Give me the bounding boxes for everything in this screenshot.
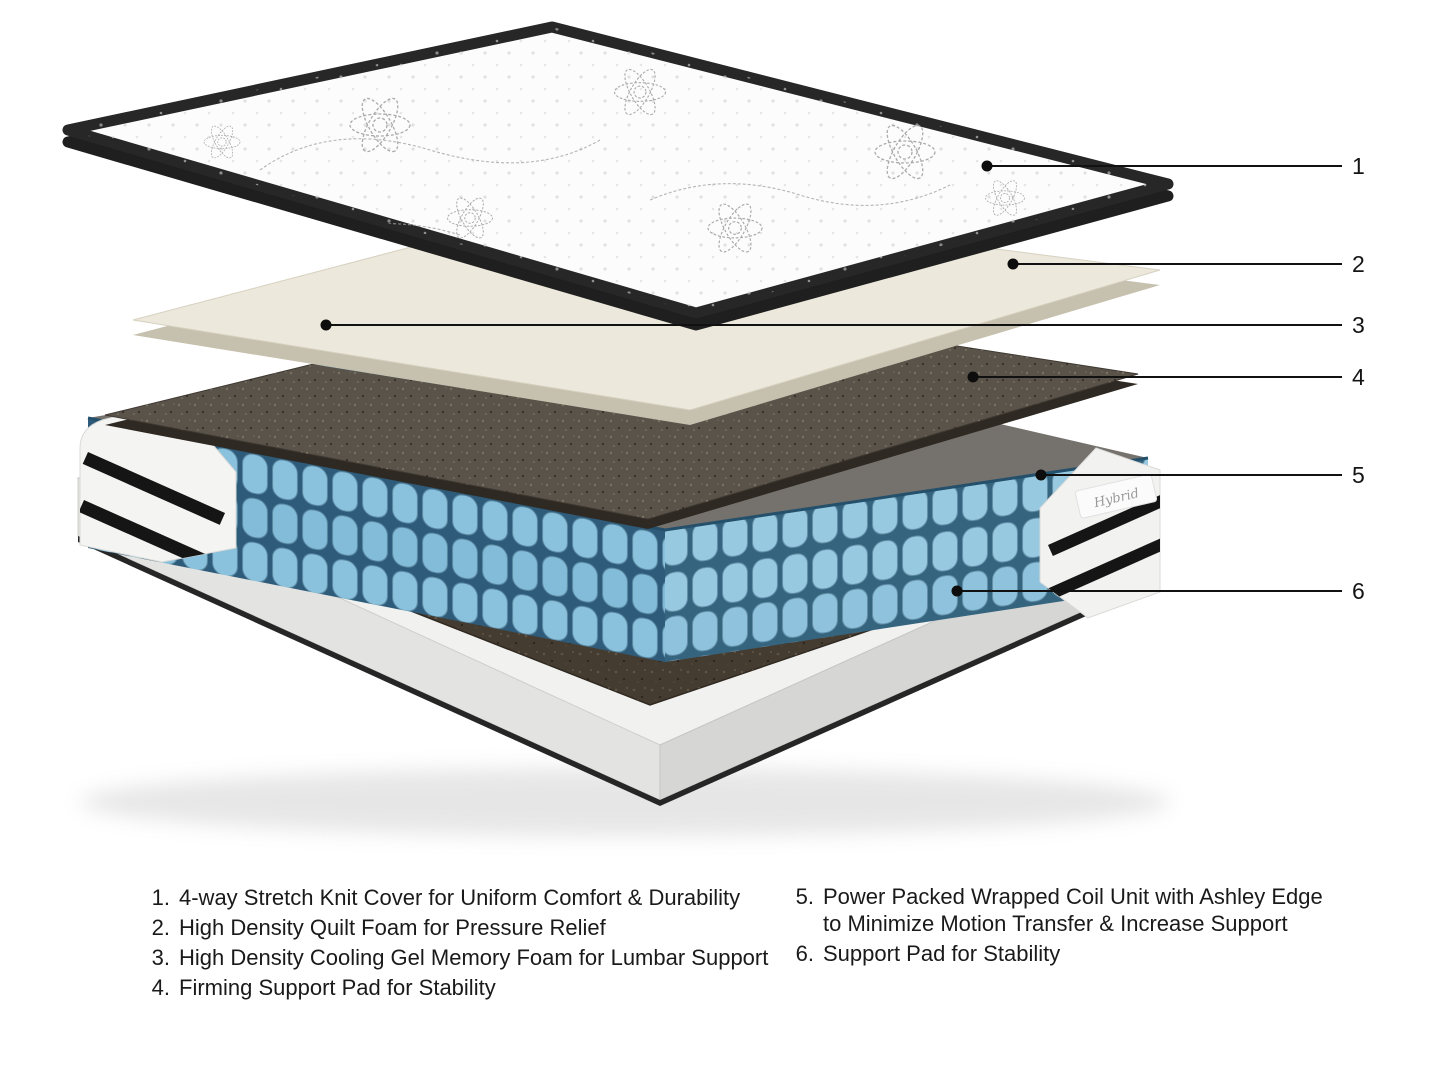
guard-stripe <box>82 452 226 525</box>
callout-2-number: 2 <box>1352 251 1365 277</box>
callout-4: 4 <box>967 364 1365 390</box>
ground-shadow <box>80 768 1170 836</box>
legend-item-2-text: High Density Quilt Foam for Pressure Rel… <box>179 915 606 940</box>
callout-3-number: 3 <box>1352 312 1365 338</box>
callout-5-dot <box>1035 469 1047 481</box>
legend-item-1-text: 4-way Stretch Knit Cover for Uniform Com… <box>179 885 741 910</box>
base-corner-guard-right: Hybrid <box>1039 447 1161 619</box>
legend-item-6-text: Support Pad for Stability <box>823 941 1061 966</box>
legend-item-5: 5. Power Packed Wrapped Coil Unit with A… <box>786 883 1346 937</box>
legend-item-5-text: Power Packed Wrapped Coil Unit with Ashl… <box>823 883 1346 937</box>
legend-left-column: 1. 4-way Stretch Knit Cover for Uniform … <box>142 883 802 1003</box>
callout-1: 1 <box>981 153 1365 179</box>
legend-item-4-text: Firming Support Pad for Stability <box>179 975 496 1000</box>
callout-6-dot <box>951 585 963 597</box>
callout-3-dot <box>320 319 332 331</box>
legend-item-1: 1. 4-way Stretch Knit Cover for Uniform … <box>142 883 802 913</box>
legend-item-5-line2: to Minimize Motion Transfer & Increase S… <box>823 911 1288 936</box>
legend-item-6-number: 6. <box>795 941 814 966</box>
callout-5-number: 5 <box>1352 462 1365 488</box>
legend-item-3-text: High Density Cooling Gel Memory Foam for… <box>179 945 769 970</box>
callout-5: 5 <box>1035 462 1365 488</box>
legend-item-4: 4. Firming Support Pad for Stability <box>142 973 802 1003</box>
callout-1-dot <box>981 160 993 172</box>
callout-2: 2 <box>1007 251 1365 277</box>
callout-4-dot <box>967 371 979 383</box>
callout-6: 6 <box>951 578 1365 604</box>
legend-item-5-number: 5. <box>795 884 814 909</box>
callout-1-number: 1 <box>1352 153 1365 179</box>
legend-item-3: 3. High Density Cooling Gel Memory Foam … <box>142 943 802 973</box>
brand-tag <box>1074 473 1158 519</box>
legend-item-2: 2. High Density Quilt Foam for Pressure … <box>142 913 802 943</box>
legend-item-6: 6. Support Pad for Stability <box>786 940 1346 967</box>
legend-item-3-number: 3. <box>151 945 170 970</box>
legend-item-2-number: 2. <box>151 915 170 940</box>
guard-stripe <box>1040 533 1160 603</box>
callout-3: 3 <box>320 312 1365 338</box>
callout-4-number: 4 <box>1352 364 1365 390</box>
legend-right-column: 5. Power Packed Wrapped Coil Unit with A… <box>786 883 1346 967</box>
callout-6-number: 6 <box>1352 578 1365 604</box>
legend-item-5-line1: Power Packed Wrapped Coil Unit with Ashl… <box>823 884 1323 909</box>
legend-item-4-number: 4. <box>151 975 170 1000</box>
callout-2-dot <box>1007 258 1019 270</box>
guard-stripe <box>1048 494 1160 556</box>
coil-face-right <box>665 458 1148 662</box>
legend-item-1-number: 1. <box>151 885 170 910</box>
